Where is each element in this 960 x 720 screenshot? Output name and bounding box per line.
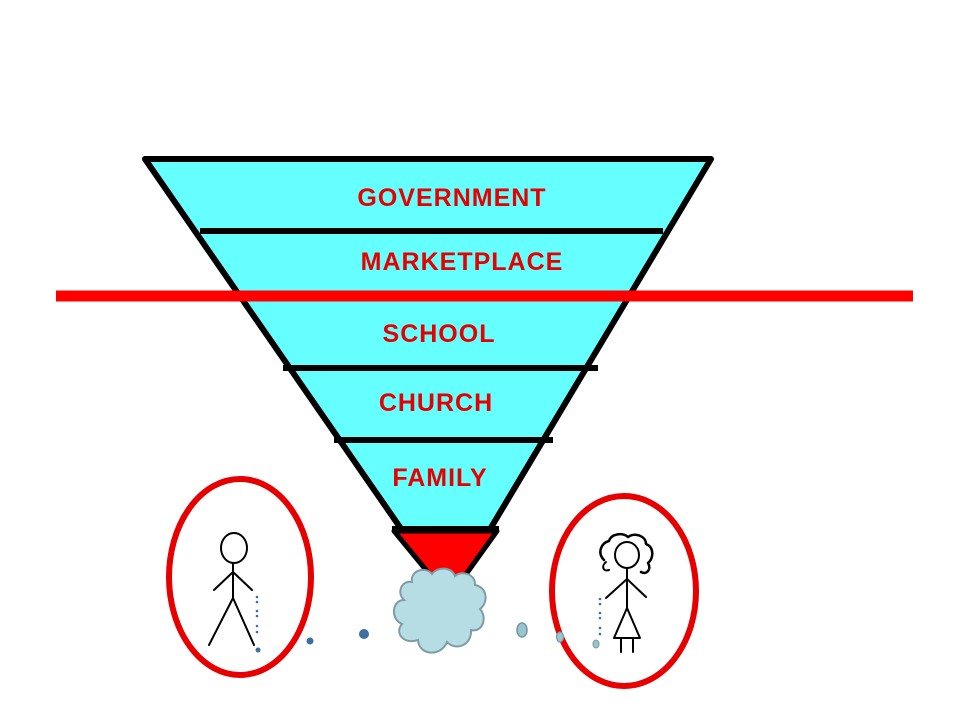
- bubble-dot: [306, 637, 314, 645]
- tier-label-church: CHURCH: [379, 389, 493, 417]
- right-trail-dots: [598, 597, 602, 636]
- right-figure-ring: [549, 493, 699, 689]
- bubble-dot: [555, 631, 565, 643]
- tier-label-family: FAMILY: [392, 464, 487, 492]
- stick-man-icon: [208, 532, 255, 646]
- left-trail-dots: [255, 595, 259, 634]
- bubble-dot: [255, 647, 261, 653]
- tier-label-government: GOVERNMENT: [357, 184, 546, 212]
- bubble-dot: [516, 622, 528, 638]
- funnel-body: [142, 156, 714, 601]
- bubble-dot: [592, 639, 600, 649]
- thought-cloud-icon: [393, 567, 487, 654]
- stick-woman-icon: [599, 532, 654, 653]
- bubble-dot: [359, 629, 369, 639]
- tier-label-marketplace: MARKETPLACE: [361, 248, 564, 276]
- left-figure-ring: [166, 476, 314, 678]
- tier-label-school: SCHOOL: [383, 320, 496, 348]
